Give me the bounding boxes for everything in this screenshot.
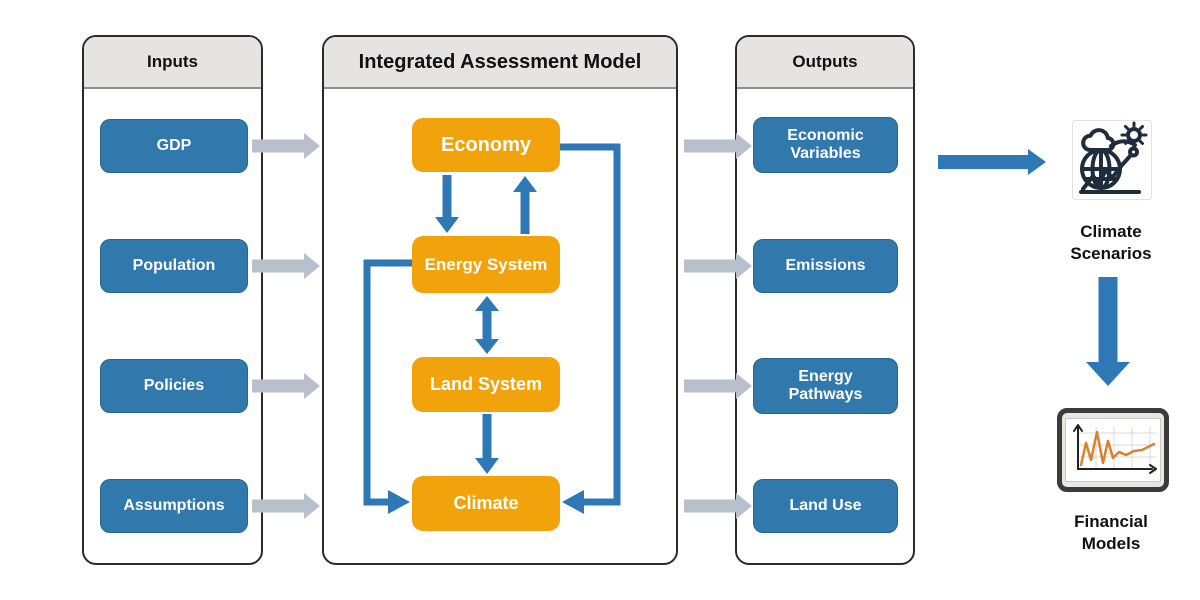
- output-box-emissions: Emissions: [753, 239, 898, 293]
- model-panel-header: Integrated Assessment Model: [324, 37, 676, 89]
- arrow-climate-scenarios-to-financial-models: [1086, 277, 1130, 386]
- inputs-panel-header: Inputs: [84, 37, 261, 89]
- output-box-land-use: Land Use: [753, 479, 898, 533]
- outputs-panel-title: Outputs: [792, 52, 858, 71]
- financial-models-label: Financial Models: [1074, 512, 1148, 554]
- input-box-policies: Policies: [100, 359, 248, 413]
- climate-scenarios-icon: [1072, 120, 1152, 200]
- climate-scenarios-label: Climate Scenarios: [1070, 222, 1152, 264]
- inputs-panel-title: Inputs: [147, 52, 198, 71]
- climate-scenarios-icon-art: [1079, 121, 1148, 194]
- financial-models-icon-art: [1073, 424, 1157, 474]
- model-node-economy: Economy: [412, 118, 560, 172]
- model-node-land-system: Land System: [412, 357, 560, 412]
- financial-models-screen: [1065, 418, 1161, 482]
- model-panel-title: Integrated Assessment Model: [358, 50, 642, 73]
- model-node-energy-system: Energy System: [412, 236, 560, 293]
- input-box-assumptions: Assumptions: [100, 479, 248, 533]
- output-box-economic-variables: Economic Variables: [753, 117, 898, 173]
- model-node-climate: Climate: [412, 476, 560, 531]
- input-box-gdp: GDP: [100, 119, 248, 173]
- input-box-population: Population: [100, 239, 248, 293]
- arrow-outputs-to-climate-scenarios: [938, 149, 1046, 175]
- outputs-panel-header: Outputs: [737, 37, 913, 89]
- output-box-energy-pathways: Energy Pathways: [753, 358, 898, 414]
- financial-models-icon: [1057, 408, 1169, 492]
